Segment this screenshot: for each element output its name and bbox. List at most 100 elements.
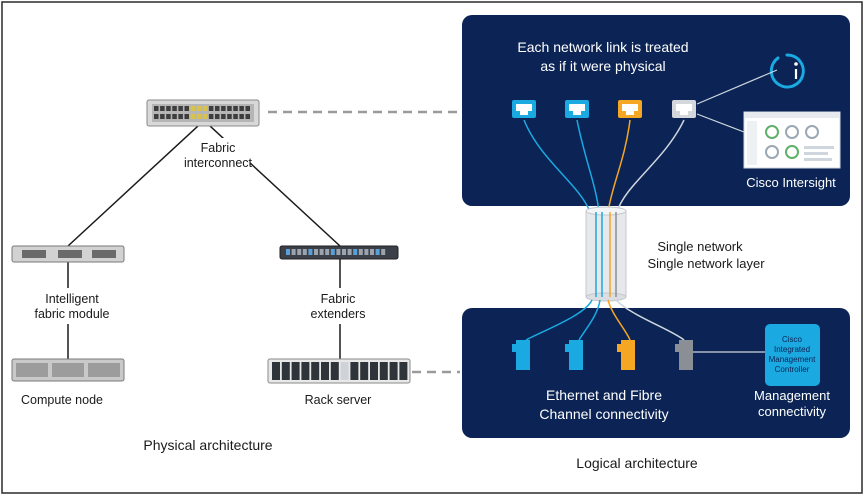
fi-port [202, 114, 208, 119]
management-label-1: Management [754, 388, 830, 403]
fex-port [297, 249, 302, 255]
fi-port [166, 114, 171, 119]
fex-port [286, 249, 290, 255]
single-network-tube [585, 206, 627, 302]
rack-drive-bay [281, 362, 290, 380]
cimc-box [765, 324, 820, 386]
fi-port [172, 114, 177, 119]
fabric-interconnect-device [146, 99, 260, 127]
fi-port [154, 114, 159, 119]
logical-bottom-panel [462, 308, 850, 438]
fex-port [308, 249, 313, 255]
ifm-label-1: Intelligent [45, 292, 99, 306]
fi-port [178, 114, 183, 119]
connectivity-label-2: Channel connectivity [539, 406, 668, 422]
fi-port [172, 106, 177, 111]
bottom-link-line-1 [525, 299, 593, 341]
top-link-line-2 [576, 119, 600, 213]
fex-port [370, 249, 374, 255]
rack-drive-bay [330, 362, 339, 380]
fi-port [208, 106, 214, 111]
physical-architecture-title: Physical architecture [143, 437, 272, 453]
fi-port [184, 106, 189, 111]
fabric-extenders-label-1: Fabric [321, 292, 356, 306]
cimc-label-4: Controller [775, 365, 810, 374]
cimc-label-1: Cisco [782, 335, 803, 344]
adapter-connector-icon [617, 340, 635, 370]
fabric-extenders-label-2: extenders [311, 307, 366, 321]
rack-drive-bay [291, 362, 300, 380]
fex-port [347, 249, 352, 255]
fabric-interconnect-label-2: interconnect [184, 156, 253, 170]
network-port-icon [618, 100, 642, 118]
rack-drive-bay [370, 362, 378, 380]
fi-port [184, 114, 189, 119]
management-label-2: connectivity [758, 404, 826, 419]
cimc-label-3: Management [769, 355, 816, 364]
link-gray-to-intersight-logo [696, 69, 778, 105]
top-link-line-1 [523, 119, 591, 213]
network-port-icon [512, 100, 536, 118]
rack-drive-bay [311, 362, 320, 380]
logical-architecture-title: Logical architecture [576, 455, 698, 471]
fex-port [364, 249, 369, 255]
link-fi-to-ifm [67, 125, 199, 247]
fi-port [221, 106, 226, 111]
fi-port [215, 114, 220, 119]
fi-port [239, 114, 244, 119]
connectivity-label-1: Ethernet and Fibre [546, 387, 662, 403]
rack-drive-bay [321, 362, 329, 380]
adapter-connector-icon [675, 340, 693, 370]
fex-port [381, 249, 386, 255]
fi-port [190, 114, 196, 119]
network-port-icon [565, 100, 589, 118]
network-port-icon [672, 100, 696, 118]
fi-port [202, 106, 208, 111]
fi-port [208, 114, 214, 119]
rack-drive-bay [389, 362, 398, 380]
fex-port [319, 249, 324, 255]
fi-port [196, 106, 202, 111]
rack-server-device [267, 358, 411, 384]
top-link-line-4 [616, 119, 685, 213]
rack-drive-bay [350, 362, 359, 380]
adapter-connector-icon [512, 340, 530, 370]
intersight-label: Cisco Intersight [746, 175, 836, 190]
fex-port [342, 249, 346, 255]
rack-drive-bay [399, 362, 408, 380]
fi-port [166, 106, 171, 111]
fi-port [245, 114, 250, 119]
ifm-label-2: fabric module [34, 307, 109, 321]
fi-port [196, 114, 202, 119]
intersight-dashboard-thumbnail [743, 111, 841, 169]
fex-port [375, 249, 380, 255]
intelligent-fabric-module-device [11, 245, 125, 263]
fex-port [353, 249, 358, 255]
fabric-extender-device [279, 245, 399, 260]
fi-port [178, 106, 183, 111]
rack-drive-bay [301, 362, 310, 380]
fex-port [325, 249, 330, 255]
bottom-link-line-4 [615, 299, 685, 341]
rack-drive-bay [360, 362, 369, 380]
fi-port [227, 114, 232, 119]
network-layer-label-2: Single network layer [647, 256, 765, 271]
fi-port [154, 106, 159, 111]
fex-port [291, 249, 296, 255]
fi-port [221, 114, 226, 119]
fex-port [358, 249, 363, 255]
fi-port [239, 106, 244, 111]
link-gray-to-intersight-screen [696, 113, 745, 133]
fi-port [233, 114, 238, 119]
bottom-link-line-3 [607, 299, 631, 341]
fex-port [302, 249, 307, 255]
adapter-connector-icon [565, 340, 583, 370]
fi-port [233, 106, 238, 111]
compute-node-label: Compute node [21, 393, 103, 407]
fi-port [160, 106, 165, 111]
fi-port [190, 106, 196, 111]
rack-drive-bay [272, 362, 280, 380]
top-heading-line-2: as if it were physical [540, 58, 665, 74]
fi-port [215, 106, 220, 111]
